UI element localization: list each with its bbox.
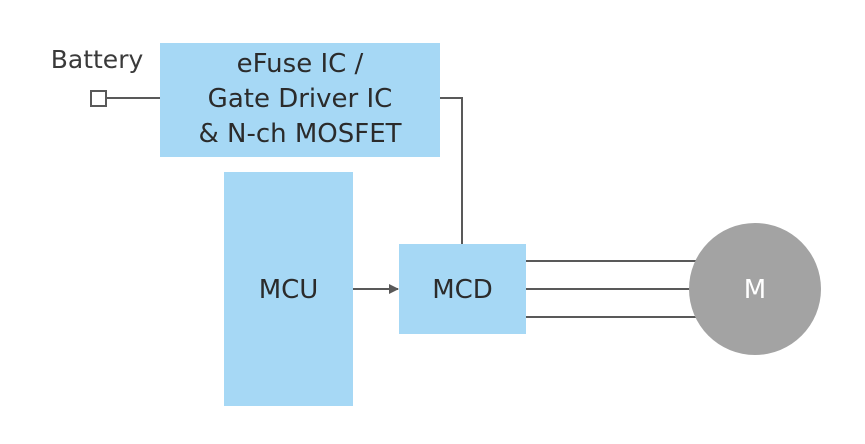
efuse-gate-driver-block — [160, 43, 440, 157]
battery-label: Battery — [51, 45, 144, 74]
efuse-block-line-2: Gate Driver IC — [208, 84, 393, 114]
mcu-block — [224, 172, 353, 406]
supply-wire — [440, 97, 463, 244]
mcd-block — [399, 244, 526, 334]
battery-terminal — [90, 90, 107, 107]
motor-label: M — [744, 275, 766, 305]
efuse-block-line-1: eFuse IC / — [237, 49, 364, 79]
mcd-label: MCD — [432, 275, 493, 305]
motor-circle — [689, 223, 821, 355]
mcu-label: MCU — [259, 275, 319, 305]
efuse-block-line-3: & N-ch MOSFET — [198, 119, 401, 149]
